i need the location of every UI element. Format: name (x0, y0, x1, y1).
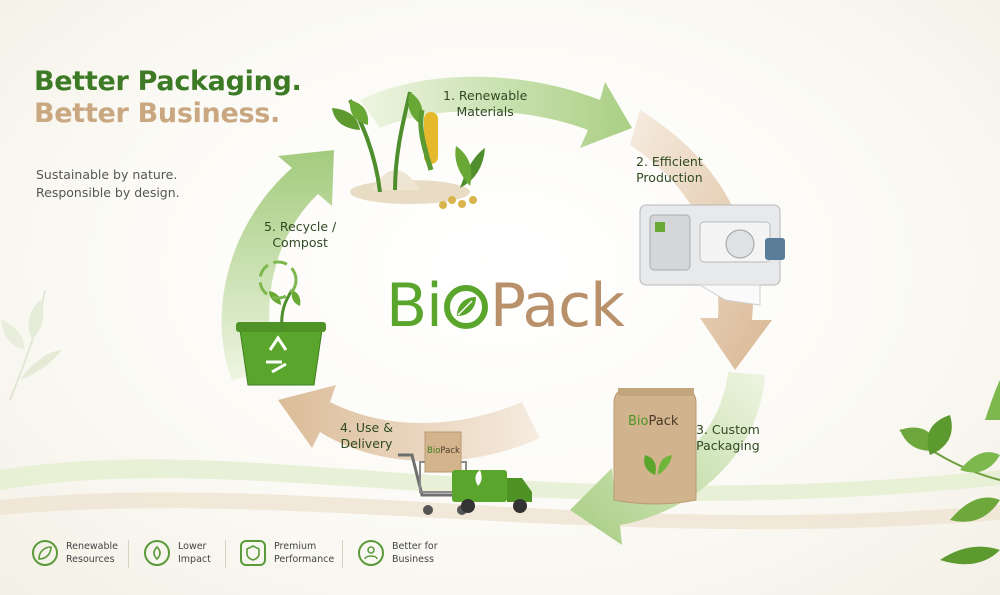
plants-illustration (332, 91, 485, 209)
feature-divider (342, 540, 343, 568)
pouch-logo-part-2: Pack (648, 414, 679, 429)
decorative-leaves-left (1, 289, 62, 401)
step-2-label: 2. Efficient Production (636, 154, 703, 186)
arrow-step-4 (278, 385, 540, 462)
swoosh-tan (0, 492, 1000, 530)
box-logo-part-1: Bi (427, 446, 436, 456)
step-4-title: 4. Use & (340, 420, 393, 435)
tagline-line-1: Sustainable by nature. (36, 167, 178, 182)
headline-line-1: Better Packaging. (34, 66, 302, 97)
step-4-label: 4. Use & Delivery (340, 420, 393, 452)
compost-bin-illustration (236, 260, 326, 386)
headline: Better Packaging. Better Business. (34, 66, 302, 130)
tagline: Sustainable by nature. Responsible by de… (36, 166, 180, 202)
step-2-title: 2. Efficient (636, 154, 703, 169)
pouch-illustration (613, 388, 697, 505)
leaf-down-icon (144, 540, 170, 566)
feature-1-line-2: Resources (66, 554, 115, 565)
step-1-title: 1. Renewable (443, 88, 528, 103)
pouch-logo: BioPack (628, 414, 679, 429)
step-3-label: 3. Custom Packaging (696, 422, 760, 454)
feature-2-line-2: Impact (178, 554, 211, 565)
step-1-label: 1. Renewable Materials (443, 88, 527, 120)
pouch-logo-part-1: Bi (628, 414, 641, 429)
biopack-logo: Bi Pack (386, 268, 625, 344)
tagline-line-2: Responsible by design. (36, 185, 180, 200)
leaf-o-icon (443, 285, 488, 329)
feature-4-line-1: Better for (392, 541, 438, 552)
feature-2-line-1: Lower (178, 541, 207, 552)
step-5-label: 5. Recycle / Compost (264, 219, 336, 251)
step-4-subtitle: Delivery (340, 436, 393, 451)
logo-part-2: Pack (489, 271, 625, 341)
feature-3-line-2: Performance (274, 554, 335, 565)
people-icon (358, 540, 384, 566)
logo-part-1: Bi (386, 271, 443, 341)
headline-line-2: Better Business. (34, 98, 280, 129)
box-logo-part-2: Pack (440, 446, 460, 456)
step-2-subtitle: Production (636, 170, 703, 185)
decorative-leaves-right (899, 380, 1000, 565)
step-5-subtitle: Compost (272, 235, 328, 250)
step-3-title: 3. Custom (696, 422, 760, 437)
arrow-step-2 (630, 110, 772, 370)
feature-divider (128, 540, 129, 568)
step-5-title: 5. Recycle / (264, 219, 337, 234)
feature-1-line-1: Renewable (66, 541, 118, 552)
feature-3-line-1: Premium (274, 541, 317, 552)
feature-divider (225, 540, 226, 568)
leaf-icon (32, 540, 58, 566)
machine-illustration (639, 204, 785, 306)
arrow-step-3 (570, 372, 765, 545)
arrow-step-1 (360, 76, 632, 148)
shield-leaf-icon (240, 540, 266, 566)
feature-4-line-2: Business (392, 554, 434, 565)
delivery-illustration (398, 431, 532, 515)
box-logo: BioPack (427, 446, 460, 456)
step-1-subtitle: Materials (456, 104, 514, 119)
step-3-subtitle: Packaging (696, 438, 760, 453)
